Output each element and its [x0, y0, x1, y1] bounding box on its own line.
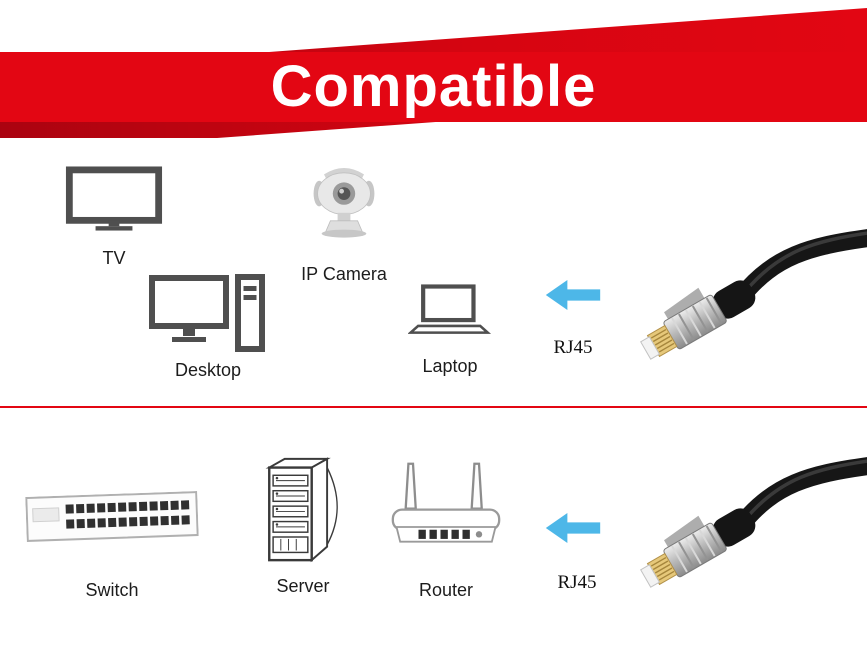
rj45-cable-image	[640, 229, 867, 360]
device-tv: TV	[56, 166, 172, 268]
banner-title: Compatible	[270, 54, 597, 119]
device-switch: Switch	[24, 491, 200, 600]
tv-icon	[65, 166, 163, 231]
ip-camera-icon	[313, 168, 375, 238]
device-laptop: Laptop	[406, 284, 494, 376]
banner: Compatible	[0, 0, 867, 138]
switch-icon	[25, 491, 199, 542]
rj45-cable-image	[640, 457, 867, 588]
rj45-label: RJ45	[553, 337, 593, 358]
device-label-switch: Switch	[85, 580, 139, 600]
device-label-laptop: Laptop	[422, 356, 478, 376]
device-label-ip-camera: IP Camera	[301, 264, 387, 284]
arrow-left-icon	[545, 280, 601, 310]
device-label-router: Router	[418, 580, 474, 600]
device-ip-camera: IP Camera	[292, 160, 396, 284]
rj45-label: RJ45	[557, 572, 597, 593]
desktop-icon	[149, 274, 265, 352]
device-label-desktop: Desktop	[174, 360, 242, 380]
device-label-server: Server	[276, 576, 330, 596]
banner-band: Compatible	[0, 52, 867, 122]
device-desktop: Desktop	[146, 274, 270, 380]
server-icon	[265, 457, 338, 563]
device-label-tv: TV	[102, 248, 126, 268]
router-icon	[391, 462, 501, 543]
laptop-icon	[408, 284, 492, 334]
divider-line	[0, 406, 867, 408]
device-server: Server	[260, 456, 346, 596]
device-router: Router	[390, 456, 502, 600]
arrow-left-icon	[545, 513, 601, 543]
